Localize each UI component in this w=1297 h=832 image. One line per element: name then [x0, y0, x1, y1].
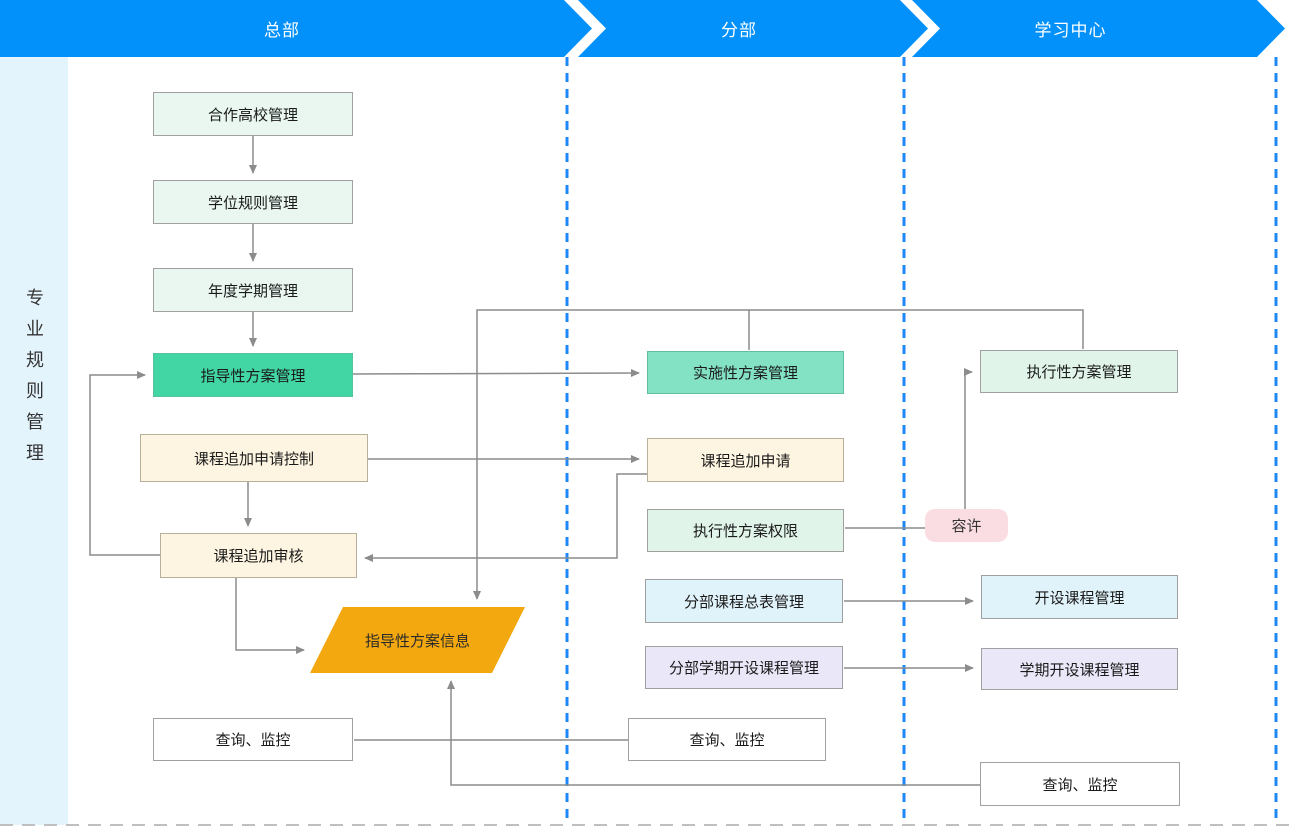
edge-audit-loop-to-guiding	[89, 371, 160, 556]
node-branch-semester-course-mgmt: 分部学期开设课程管理	[645, 646, 843, 689]
node-lc-query-monitor: 查询、监控	[980, 762, 1180, 806]
node-allow-tag: 容许	[925, 509, 1008, 542]
node-coop-university-mgmt: 合作高校管理	[153, 92, 353, 136]
edge-audit-to-guiding-info	[235, 578, 305, 654]
edge-top-connector-to-guiding-info	[473, 309, 750, 600]
node-course-addition-request: 课程追加申请	[647, 438, 844, 482]
lane-header-hq-label: 总部	[264, 21, 300, 40]
edge-execution-mgmt-to-top-connector	[749, 309, 1084, 349]
node-branch-query-monitor: 查询、监控	[628, 718, 826, 761]
node-hq-query-monitor: 查询、监控	[153, 718, 353, 761]
node-course-opening-mgmt: 开设课程管理	[981, 575, 1178, 619]
node-annual-semester-mgmt: 年度学期管理	[153, 268, 353, 312]
lane-header-learning-center: 学习中心	[912, 0, 1285, 57]
lane-header-branch: 分部	[578, 0, 928, 57]
node-degree-rule-mgmt: 学位规则管理	[153, 180, 353, 224]
edge-lc-query-to-guiding-info	[447, 680, 980, 786]
node-semester-course-opening-mgmt: 学期开设课程管理	[981, 648, 1178, 690]
sidebar-category: 专业规则管理	[0, 57, 68, 825]
node-guiding-plan-mgmt: 指导性方案管理	[153, 353, 353, 397]
node-course-addition-audit: 课程追加审核	[160, 533, 357, 578]
node-guiding-plan-info: 指导性方案信息	[310, 607, 525, 673]
edge-addition-request-to-audit	[364, 473, 647, 562]
edge-allow-to-execution-mgmt	[964, 368, 973, 509]
lane-header-branch-label: 分部	[721, 21, 757, 40]
node-implementation-plan-mgmt: 实施性方案管理	[647, 351, 844, 394]
lane-header-hq: 总部	[0, 0, 592, 57]
node-course-addition-request-control: 课程追加申请控制	[140, 434, 368, 482]
edge-guiding-to-implementation	[352, 369, 640, 378]
node-branch-course-table-mgmt: 分部课程总表管理	[645, 579, 843, 623]
node-execution-plan-permission: 执行性方案权限	[647, 509, 844, 552]
lane-header-learning-center-label: 学习中心	[1034, 21, 1107, 40]
sidebar-category-label: 专业规则管理	[24, 288, 44, 474]
node-execution-plan-mgmt: 执行性方案管理	[980, 350, 1178, 393]
